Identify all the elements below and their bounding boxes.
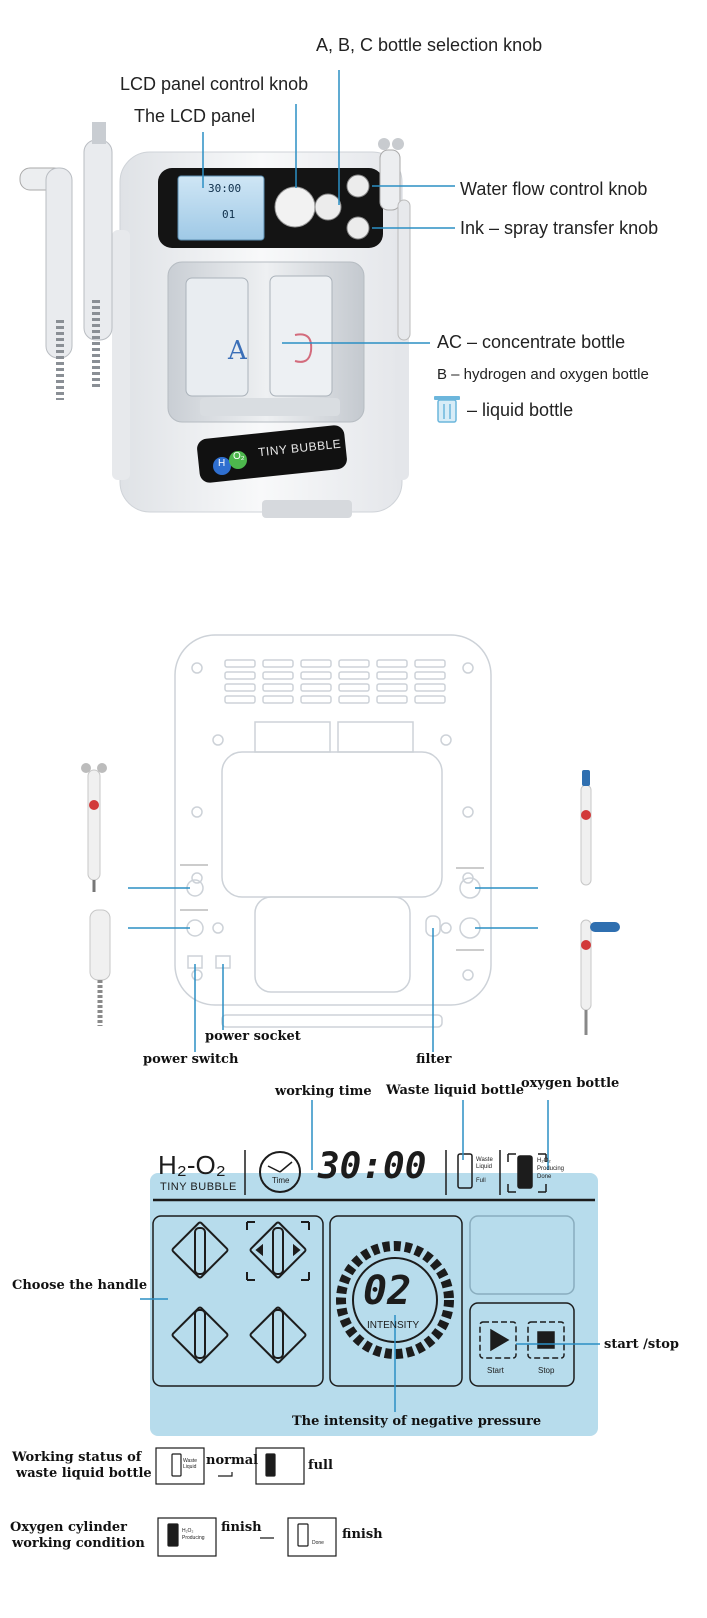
waste-bottle-icon (457, 1153, 473, 1189)
mini-oxy-label1: H₂O₂ (182, 1528, 194, 1534)
vents (224, 659, 446, 704)
lcd-control-knob-photo (274, 186, 316, 228)
brand-h-letter: H (218, 458, 226, 469)
back-handle-left-top (81, 763, 107, 892)
oxygen-bottle-icon (507, 1153, 547, 1193)
lcd-start-label: Start (487, 1366, 504, 1375)
lcd-waste-label3: Full (476, 1178, 486, 1184)
waste-normal-icon (155, 1447, 205, 1485)
back-main-window (221, 751, 443, 898)
label-power-socket: power socket (205, 1029, 301, 1044)
lcd-screen-photo (177, 175, 265, 241)
label-filter: filter (416, 1052, 452, 1067)
bottle-selection-knob-photo (314, 193, 342, 221)
label-normal: normal (206, 1453, 259, 1468)
lcd-waste-label1: Waste (476, 1157, 493, 1163)
top-callout-lines (202, 70, 455, 344)
label-full: full (308, 1458, 333, 1473)
lcd-photo-small: 01 (222, 208, 236, 221)
lcd-time-label: Time (272, 1176, 290, 1185)
label-waste-status-1: Working status of (12, 1450, 142, 1465)
lcd-panel-diagram (150, 1173, 598, 1436)
label-oxygen-1: Oxygen cylinder (10, 1520, 127, 1535)
bottle-a-letter: A (228, 336, 247, 366)
brand-plate (197, 425, 347, 483)
mini-oxy-label2: Producing (182, 1535, 205, 1541)
label-lcd-panel: The LCD panel (134, 106, 256, 126)
oxygen-finish-icon (287, 1517, 337, 1557)
brand-o2-letter: O₂ (233, 451, 245, 462)
label-bottle-selection-knob: A, B, C bottle selection knob (316, 35, 543, 55)
lcd-oxy-label3: Done (537, 1174, 552, 1180)
label-oxygen-2: working condition (12, 1536, 145, 1551)
lcd-time-value: 30:00 (318, 1146, 427, 1187)
handle-selector-icons (171, 1221, 310, 1364)
clock-icon (259, 1151, 301, 1193)
lcd-intensity-value: 02 (363, 1268, 412, 1314)
back-body-outline (174, 634, 492, 1006)
status-legend-graphics (155, 1447, 337, 1557)
label-choose-handle: Choose the handle (12, 1278, 148, 1293)
label-waste-status-2: waste liquid bottle (16, 1466, 152, 1481)
label-oxygen-bottle: oxygen bottle (521, 1076, 620, 1091)
back-handle-right-top (580, 770, 592, 886)
bottle-a (185, 277, 249, 397)
waste-full-icon (255, 1447, 305, 1485)
oxygen-working-icon (157, 1517, 217, 1557)
lcd-waste-label2: Liquid (476, 1164, 493, 1170)
lcd-photo-time: 30:00 (208, 182, 242, 195)
bottle-b (269, 275, 333, 397)
label-negative-pressure: The intensity of negative pressure (292, 1414, 542, 1429)
lcd-oxy-label1: H₂O₂ (537, 1158, 551, 1164)
handle-left-2 (83, 139, 113, 341)
label-ink-spray-knob: Ink – spray transfer knob (460, 218, 659, 238)
intensity-ring (336, 1241, 454, 1359)
lcd-subtitle: TINY BUBBLE (160, 1181, 237, 1193)
lcd-oxy-label2: Producing (537, 1166, 565, 1172)
label-liquid-bottle: – liquid bottle (467, 400, 574, 420)
back-handle-right-bottom (580, 919, 620, 1035)
mini-waste-label1: Waste (183, 1458, 197, 1464)
back-view-diagram (81, 634, 620, 1052)
label-ac-concentrate: AC – concentrate bottle (437, 332, 626, 352)
lcd-panel-graphics (140, 1100, 600, 1412)
lcd-logo: H₂-O₂ (158, 1150, 226, 1180)
label-power-switch: power switch (143, 1052, 239, 1067)
water-flow-knob-photo (346, 174, 370, 198)
device-illustration (19, 70, 460, 518)
lcd-intensity-label: INTENSITY (367, 1320, 420, 1331)
back-handle-left-bottom (89, 909, 111, 1026)
mini-waste-label2: Liquid (183, 1464, 197, 1470)
start-button-icon (479, 1321, 517, 1359)
label-finish-2: finish (342, 1527, 383, 1542)
label-working-time: working time (275, 1084, 372, 1099)
label-b-hydrogen-oxygen: B – hydrogen and oxygen bottle (437, 366, 649, 383)
label-start-stop: start /stop (604, 1337, 679, 1352)
label-lcd-control-knob: LCD panel control knob (120, 74, 309, 94)
ink-spray-knob-photo (346, 216, 370, 240)
label-water-flow-knob: Water flow control knob (460, 179, 648, 199)
mini-oxy-label3: Done (312, 1540, 324, 1546)
stop-button-icon (527, 1321, 565, 1359)
label-waste-liquid-bottle: Waste liquid bottle (386, 1083, 524, 1098)
lcd-stop-label: Stop (538, 1366, 555, 1375)
handle-right-1 (379, 149, 401, 211)
label-finish-1: finish (221, 1520, 262, 1535)
trash-bin-icon (434, 396, 460, 423)
